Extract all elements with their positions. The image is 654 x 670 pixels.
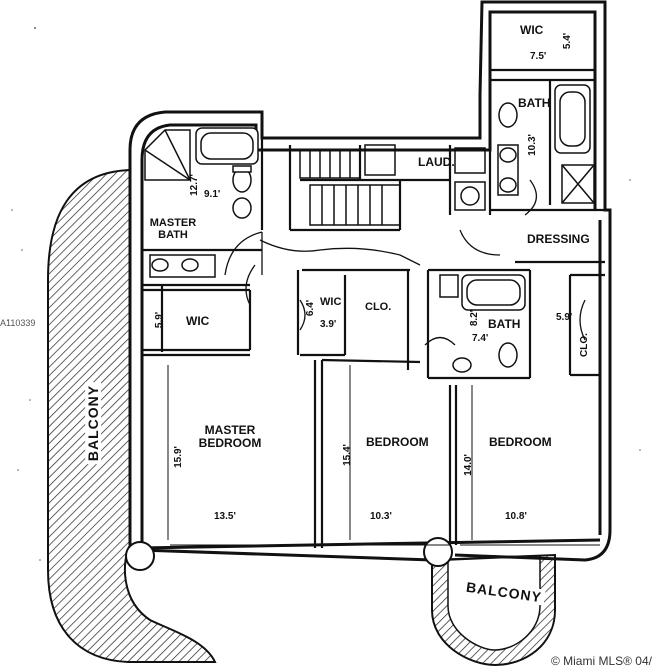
closet-a-label: CLO. <box>365 301 392 313</box>
bottom-balcony <box>431 553 556 667</box>
master-bath-height: 12.7' <box>188 174 200 196</box>
wic-top-width: 7.5' <box>530 51 547 62</box>
bedroom-3-width: 10.8' <box>505 511 527 522</box>
wic-small-height: 6.4' <box>305 299 317 317</box>
showers <box>144 129 595 204</box>
bath-top-height: 10.3' <box>526 134 538 156</box>
bath-mid-height: 8.2' <box>469 309 481 327</box>
fixtures <box>149 102 519 373</box>
mls-watermark: © Miami MLS® 04/ <box>550 654 652 668</box>
bath-top-label: BATH <box>518 96 551 110</box>
bedroom-3-label: BEDROOM <box>489 435 552 449</box>
listing-id: A110339 <box>0 318 36 328</box>
dressing-label: DRESSING <box>527 232 590 246</box>
wic-small-label: WIC <box>320 296 342 308</box>
master-bedroom-label: MASTER BEDROOM <box>198 423 262 451</box>
wic-top-label: WIC <box>520 23 544 37</box>
wic-top-height: 5.4' <box>562 32 574 50</box>
master-bath-width: 9.1' <box>204 189 221 200</box>
balcony-left-label: BALCONY <box>85 381 102 465</box>
left-balcony <box>47 168 217 663</box>
bedroom-2-width: 10.3' <box>370 511 392 522</box>
bath-mid-width: 7.4' <box>472 333 489 344</box>
bath-mid-label: BATH <box>488 317 521 331</box>
closet-b-label: CLO. <box>578 333 590 357</box>
master-bedroom-height: 15.9' <box>172 446 184 468</box>
wic-master-label: WIC <box>186 314 210 328</box>
washer-dryer <box>454 147 486 211</box>
bathtubs <box>195 84 591 311</box>
dimension-lines <box>167 365 600 546</box>
master-bedroom-width: 13.5' <box>214 511 236 522</box>
door-swings <box>224 179 586 346</box>
staircase <box>299 144 401 226</box>
bedroom-3-height: 14.0' <box>462 454 474 476</box>
closet-b-width: 5.9' <box>556 312 573 323</box>
laundry-label: LAUD. <box>418 155 455 169</box>
exterior-walls <box>128 0 612 562</box>
master-bath-label: MASTER BATH <box>149 217 197 241</box>
scan-noise <box>7 27 641 561</box>
bedroom-2-height: 15.4' <box>341 444 353 466</box>
interior-walls <box>142 68 605 548</box>
wic-small-width: 3.9' <box>320 319 337 330</box>
wic-master-height: 5.9' <box>154 311 166 329</box>
bedroom-2-label: BEDROOM <box>366 435 429 449</box>
